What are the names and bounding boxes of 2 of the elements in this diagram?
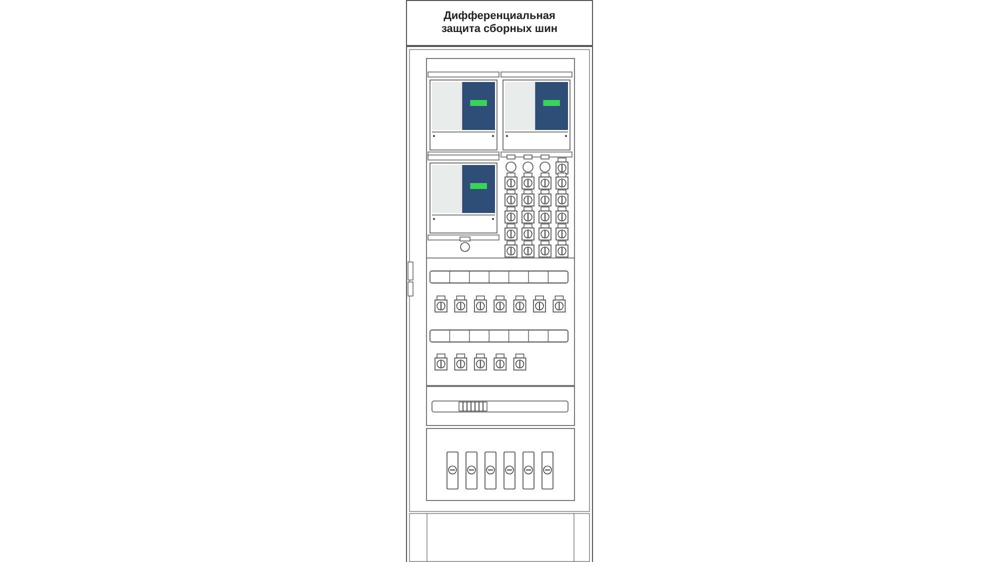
cabinet-title: Дифференциальная защита сборных шин xyxy=(440,10,559,36)
header-box xyxy=(406,0,593,46)
